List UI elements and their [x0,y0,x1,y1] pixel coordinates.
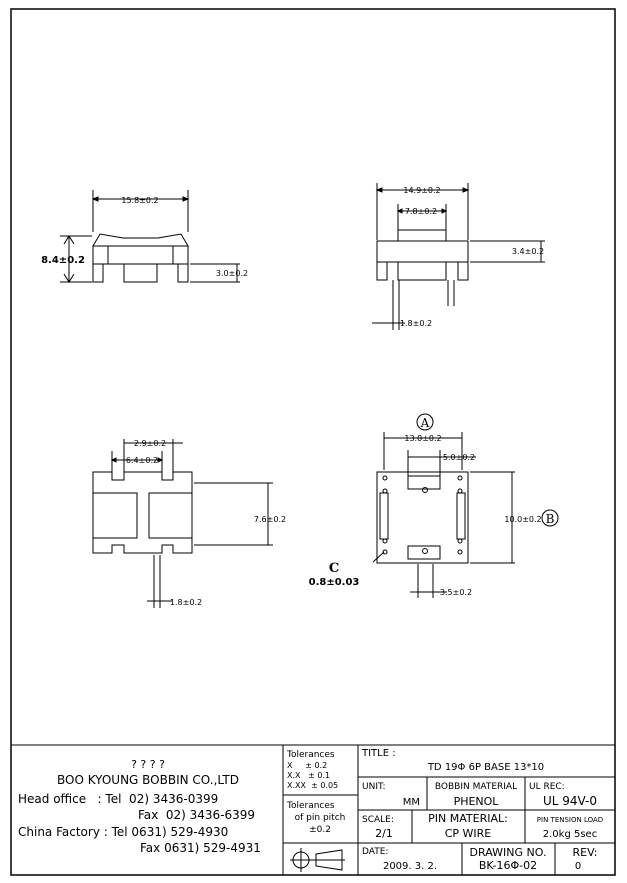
head-office-tel: Head office : Tel 02) 3436-0399 [18,792,218,806]
company-korean-name: ? ? ? ? [131,758,165,771]
dim-bottom-gap: 6.4±0.2 [126,456,158,465]
unit-value: MM [403,797,420,808]
bobbin-material-label: BOBBIN MATERIAL [435,782,517,792]
bottom-view [92,439,273,608]
side-view [60,190,240,283]
drawing-no-value: BK-16Φ-02 [479,859,537,872]
date-value: 2009. 3. 2. [383,861,437,872]
company-name: BOO KYOUNG BOBBIN CO.,LTD [57,773,239,787]
tolerances-title: Tolerances [286,750,335,760]
marker-a: A [420,416,430,430]
ul-rec-label: UL REC: [529,782,565,792]
dim-top-slot: 5.0±0.2 [443,453,475,462]
pin-tolerance-value: ±0.2 [309,825,331,835]
tolerance-xxx: X.XX ± 0.05 [287,781,338,790]
dim-top-slot2: 3.5±0.2 [440,588,472,597]
marker-b: B [546,512,555,526]
rev-label: REV: [573,846,598,859]
china-factory-fax: Fax 0631) 529-4931 [140,841,261,855]
sheet-border [10,8,616,876]
title-label: TITLE : [361,748,396,759]
pin-tension-label: PIN TENSION LOAD [537,816,603,824]
bobbin-material-value: PHENOL [454,795,500,808]
top-view [372,413,559,598]
unit-label: UNIT: [362,782,386,792]
head-office-fax: Fax 02) 3436-6399 [138,808,255,822]
title-value: TD 19Φ 6P BASE 13*10 [427,762,544,773]
dim-bottom-pin: 1.8±0.2 [170,598,202,607]
dim-side-height: 8.4±0.2 [41,255,85,266]
tolerance-x: X ± 0.2 [287,761,327,770]
dim-top-height: 10.0±0.2 [504,515,541,524]
drawing-no-label: DRAWING NO. [470,846,547,859]
dim-front-height: 3.4±0.2 [512,247,544,256]
scale-value: 2/1 [375,827,393,840]
dim-front-pin: 1.8±0.2 [400,319,432,328]
dim-front-width: 14.9±0.2 [403,186,440,195]
pin-material-value: CP WIRE [445,827,492,840]
pin-tension-value: 2.0kg 5sec [543,829,597,840]
front-view [372,183,545,330]
dim-bottom-height: 7.6±0.2 [254,515,286,524]
dim-side-foot: 3.0±0.2 [216,269,248,278]
pin-tolerance-sub: of pin pitch [295,813,346,823]
china-factory-tel: China Factory : Tel 0631) 529-4930 [18,825,228,839]
dim-side-width: 15.8±0.2 [121,196,158,205]
pin-tolerance-title: Tolerances [286,801,335,811]
tolerance-xx: X.X ± 0.1 [287,771,330,780]
rev-value: 0 [575,861,581,872]
title-block-lines [11,744,615,875]
date-label: DATE: [362,847,388,857]
dim-front-top: 7.8±0.2 [405,207,437,216]
dim-top-width: 13.0±0.2 [404,434,441,443]
callout-c-value: 0.8±0.03 [309,577,360,588]
dim-bottom-pitch: 2.9±0.2 [134,439,166,448]
ul-rec-value: UL 94V-0 [543,794,597,808]
callout-c: C [329,561,339,576]
pin-material-label: PIN MATERIAL: [428,812,508,825]
scale-label: SCALE: [362,815,394,825]
